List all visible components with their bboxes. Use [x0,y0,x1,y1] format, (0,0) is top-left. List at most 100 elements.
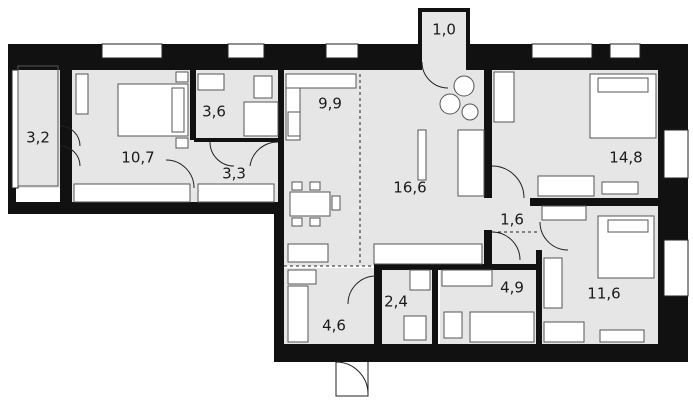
area-bedroom-tr: 14,8 [609,149,642,167]
wall-right [658,44,688,362]
wall-balcony-top-r [466,8,470,70]
wardrobe-hall [197,183,275,203]
toilet-top [253,75,273,99]
wardrobe-br [541,205,587,221]
wall-int-4 [484,70,492,198]
wall-int-8 [432,264,438,346]
kitchen-counter-top [285,73,357,89]
window-2 [227,43,265,59]
storage-kitchen [287,243,329,263]
chair-3 [291,217,303,227]
door-entrance [335,361,369,397]
door-bath-mid [491,231,521,261]
room-labels: 3,2 10,7 3,6 3,3 9,9 1,0 16,6 14,8 1,6 4… [26,21,643,335]
balcony-left-frame [17,65,59,187]
window-6 [663,129,689,179]
door-bedroom-left [165,159,195,189]
chair-5 [331,195,341,211]
window-7 [663,239,689,297]
sink-top [197,73,225,91]
stove [287,111,301,137]
area-kitchen: 9,9 [318,95,342,113]
desk-tr [493,71,515,123]
sink-mid [441,269,493,287]
bed-left-pillows [171,87,185,133]
toilet-wc [403,315,427,341]
window-4 [531,43,593,59]
wall-balcony-top-l [418,8,422,70]
wall-balcony-top-t [418,8,470,12]
area-balcony-top: 1,0 [432,21,456,39]
chair-1 [291,181,303,191]
wall-int-7 [374,264,538,270]
wardrobe-entrance-1 [287,269,317,285]
windows [11,43,689,297]
wardrobe-entrance-2 [287,285,309,343]
sofa [457,129,485,197]
area-bedroom-br: 11,6 [587,285,620,303]
tv-unit [417,129,427,181]
floor-balcony-top [421,12,467,72]
window-3 [325,43,359,59]
chair-4 [309,217,321,227]
wall-int-2 [194,138,282,142]
side-table [461,103,479,121]
toilet-mid [443,311,463,339]
dining-table [289,191,331,217]
bed-br-pillows [607,219,649,233]
armchair-2 [439,93,461,115]
wall-int-5 [530,198,658,206]
desk-br [543,321,585,343]
wall-bottom-left [8,202,282,214]
wall-bottom [274,344,688,362]
bed-tr-pillows [597,77,649,93]
zone-dividers [284,74,540,267]
door-bedroom-br [539,221,569,251]
wall-int-3 [278,70,284,210]
area-living: 16,6 [393,179,426,197]
area-bathroom-top: 3,6 [202,103,226,121]
closet-br [543,257,563,309]
area-balcony-left: 3,2 [26,129,50,147]
door-bedroom-tr [491,165,525,199]
floor-balcony-left [12,62,68,188]
door-balcony-left [59,125,81,167]
window-8 [11,69,19,189]
door-bathroom-top [209,141,235,167]
wall-int-10 [484,230,492,268]
storage-living [373,243,483,265]
area-entrance: 4,6 [322,317,346,335]
sink-wc [409,269,431,291]
wall-left-b [60,44,72,214]
area-hall-left: 3,3 [222,165,246,183]
nightstand-left-1 [175,71,189,83]
dresser-br [599,329,645,343]
wardrobe-left [73,183,191,203]
nightstand-left-2 [175,137,189,149]
area-bedroom-left: 10,7 [121,149,154,167]
area-bathroom-mid: 4,9 [500,279,524,297]
area-wc: 2,4 [384,293,408,311]
furniture [17,65,657,343]
dresser-tr [601,181,639,195]
wardrobe-tr [537,175,595,197]
door-kitchen [249,141,279,167]
doors [59,61,569,397]
armchair-1 [453,75,475,97]
bathtub [469,311,535,343]
door-wc [347,275,377,305]
window-5 [609,43,641,59]
area-corridor: 1,6 [500,211,524,229]
wall-int-9 [374,264,382,346]
window-1 [101,43,163,59]
wall-int-1 [190,70,196,140]
floor-corridor [488,198,540,268]
door-balcony-top [421,61,449,89]
shower-top [243,101,279,137]
wall-int-6 [536,250,542,346]
desk-left [75,73,89,115]
chair-2 [309,181,321,191]
wall-left-lower [274,202,284,362]
wall-entry-post [330,344,336,362]
